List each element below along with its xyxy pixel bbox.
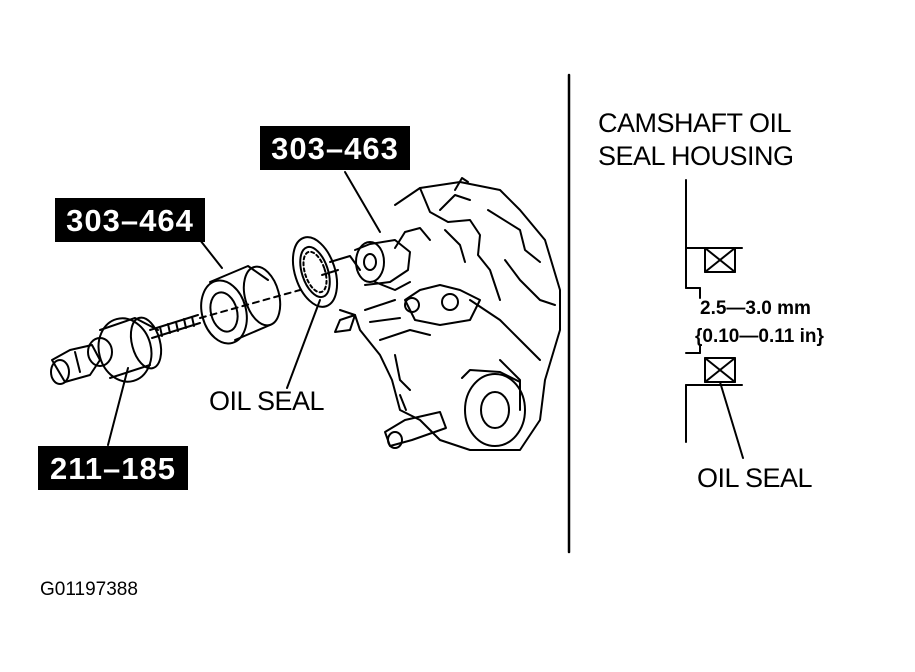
oil-seal-label-left: OIL SEAL (209, 386, 325, 416)
engine-block (321, 177, 561, 451)
puller-tool (50, 316, 163, 385)
housing-label-line2: SEAL HOUSING (598, 141, 794, 171)
tool-tag-303-464: 303–464 (55, 198, 205, 242)
housing-label-line1: CAMSHAFT OIL (598, 108, 792, 138)
leader-303-464 (199, 239, 223, 269)
oil-seal-label-right: OIL SEAL (697, 463, 813, 493)
tool-tag-211-185: 211–185 (38, 446, 188, 490)
figure-id: G01197388 (40, 579, 138, 600)
leader-oil-seal-left (286, 299, 321, 389)
threaded-rod (149, 289, 301, 339)
dimension-metric: 2.5—3.0 mm (700, 298, 811, 319)
dimension-imperial: {0.10—0.11 in} (695, 326, 824, 347)
seal-housing-section (685, 179, 744, 459)
oil-seal-ring (291, 236, 339, 308)
leader-303-463 (344, 171, 381, 233)
tool-tag-303-463: 303–463 (260, 126, 410, 170)
installer-sleeve (200, 265, 282, 345)
leader-211-185 (107, 367, 129, 446)
